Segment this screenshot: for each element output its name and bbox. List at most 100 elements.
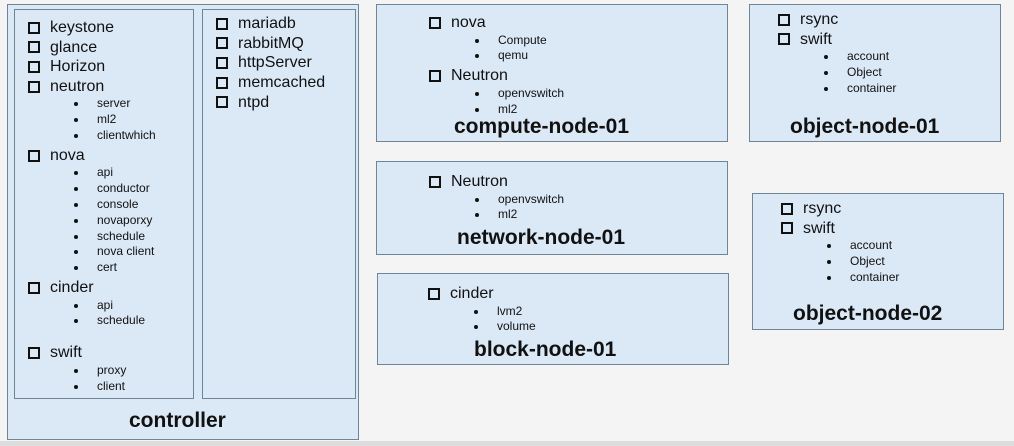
package-name: nova — [50, 147, 85, 165]
checkbox-square-icon — [781, 202, 793, 215]
checkbox-square-icon — [429, 16, 441, 29]
component-item: nova client — [73, 244, 156, 260]
package-name: cinder — [450, 285, 494, 303]
component-item: client — [73, 379, 156, 395]
object1-title: object-node-01 — [790, 115, 940, 138]
component-item: lvm2 — [473, 304, 536, 320]
package-row: Horizon — [28, 57, 156, 77]
package-row: swift — [28, 343, 156, 363]
component-item: container — [823, 81, 896, 97]
component-item: cert — [73, 260, 156, 276]
package-row: nova — [28, 146, 156, 166]
component-item: ml2 — [474, 207, 564, 223]
package-name: swift — [800, 30, 832, 48]
component-item: openvswitch — [474, 192, 564, 208]
checkbox-square-icon — [216, 37, 228, 50]
object2-title: object-node-02 — [793, 302, 943, 325]
package-name: rabbitMQ — [238, 34, 304, 52]
component-item: console — [73, 197, 156, 213]
component-item: proxy — [73, 363, 156, 379]
package-name: rsync — [803, 200, 842, 218]
component-item: Object — [823, 65, 896, 81]
component-item: openvswitch — [474, 86, 564, 102]
checkbox-square-icon — [28, 346, 40, 359]
package-row: rabbitMQ — [216, 34, 325, 54]
component-item: conductor — [73, 181, 156, 197]
package-row: swift — [778, 30, 896, 50]
checkbox-square-icon — [28, 80, 40, 93]
spacer — [28, 331, 156, 343]
package-name: swift — [50, 344, 82, 362]
component-item: ml2 — [73, 112, 156, 128]
checkbox-square-icon — [28, 149, 40, 162]
component-item: account — [826, 238, 899, 254]
network-title: network-node-01 — [457, 226, 626, 249]
component-item: account — [823, 49, 896, 65]
package-row: swift — [781, 219, 899, 239]
checkbox-square-icon — [216, 56, 228, 69]
component-item: api — [73, 298, 156, 314]
bottom-strip — [0, 441, 1014, 446]
checkbox-square-icon — [28, 281, 40, 294]
component-item: container — [826, 270, 899, 286]
package-name: httpServer — [238, 54, 312, 72]
component-item: novaporxy — [73, 213, 156, 229]
package-row: keystone — [28, 18, 156, 38]
package-row: memcached — [216, 73, 325, 93]
block-title: block-node-01 — [474, 338, 617, 361]
checkbox-square-icon — [28, 21, 40, 34]
package-name: keystone — [50, 19, 115, 37]
package-name: glance — [50, 38, 98, 56]
package-row: mariadb — [216, 14, 325, 34]
component-item: qemu — [474, 48, 564, 64]
package-row: neutron — [28, 77, 156, 97]
package-name: cinder — [50, 279, 94, 297]
component-item: server — [73, 96, 156, 112]
package-name: neutron — [50, 78, 105, 96]
package-name: mariadb — [238, 15, 296, 33]
component-item: ml2 — [474, 102, 564, 118]
component-item: schedule — [73, 313, 156, 329]
package-row: Neutron — [429, 66, 564, 86]
package-row: rsync — [781, 199, 899, 219]
checkbox-square-icon — [778, 13, 790, 26]
package-row: glance — [28, 38, 156, 58]
package-row: rsync — [778, 10, 896, 30]
package-row: nova — [429, 13, 564, 33]
package-name: swift — [803, 219, 835, 237]
package-name: Horizon — [50, 58, 106, 76]
checkbox-square-icon — [28, 41, 40, 54]
checkbox-square-icon — [28, 60, 40, 73]
package-name: rsync — [800, 11, 839, 29]
package-name: memcached — [238, 74, 326, 92]
checkbox-square-icon — [429, 175, 441, 188]
package-name: Neutron — [451, 173, 508, 191]
package-row: ntpd — [216, 92, 325, 112]
checkbox-square-icon — [216, 76, 228, 89]
package-row: httpServer — [216, 53, 325, 73]
component-item: api — [73, 165, 156, 181]
compute-title: compute-node-01 — [454, 115, 630, 138]
checkbox-square-icon — [778, 33, 790, 46]
component-item: clientwhich — [73, 128, 156, 144]
